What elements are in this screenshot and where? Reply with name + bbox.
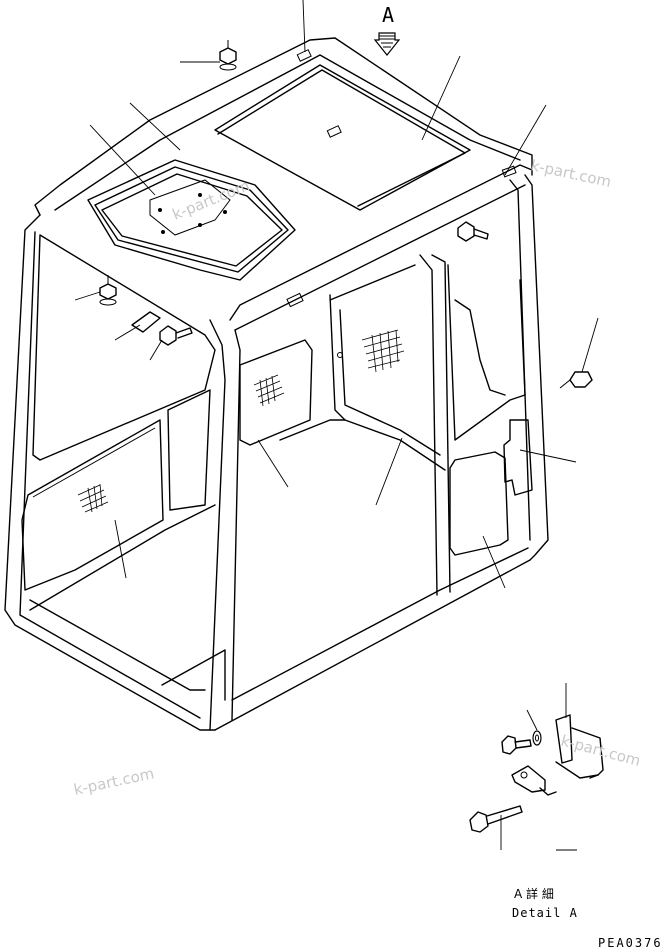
watermark: k-part.com (170, 176, 252, 223)
detail-a-bracket (555, 714, 604, 779)
rear-screen (337, 329, 405, 373)
drawing-code: PEA0376 (598, 936, 663, 950)
view-arrow (373, 32, 401, 56)
cab-frame (4, 37, 549, 731)
roof-window (87, 159, 296, 281)
mid-screen (239, 339, 313, 446)
watermark: k-part.com (529, 156, 613, 191)
detail-label-jp: A 詳 細 (514, 886, 554, 901)
bracket-left (131, 311, 161, 333)
detail-a-washer (532, 730, 542, 746)
detail-a-bolt-upper (501, 735, 532, 755)
roof-hatch (214, 64, 471, 211)
side-window-panel (167, 389, 211, 511)
detail-label-en: Detail A (512, 906, 578, 920)
detail-a-latch (511, 765, 557, 796)
watermark: k-part.com (559, 731, 643, 770)
leader-lines (74, 0, 599, 851)
left-lower-screen (21, 419, 164, 591)
watermark: k-part.com (72, 764, 156, 799)
nut-top (219, 40, 237, 71)
nut-left (99, 275, 117, 306)
detail-a-bolt-lower (469, 805, 523, 833)
clip-right (559, 371, 593, 389)
view-label-a: A (382, 3, 394, 27)
bolt-left (159, 325, 193, 346)
roof-brackets (286, 49, 517, 308)
bolt-right-upper (457, 221, 489, 242)
